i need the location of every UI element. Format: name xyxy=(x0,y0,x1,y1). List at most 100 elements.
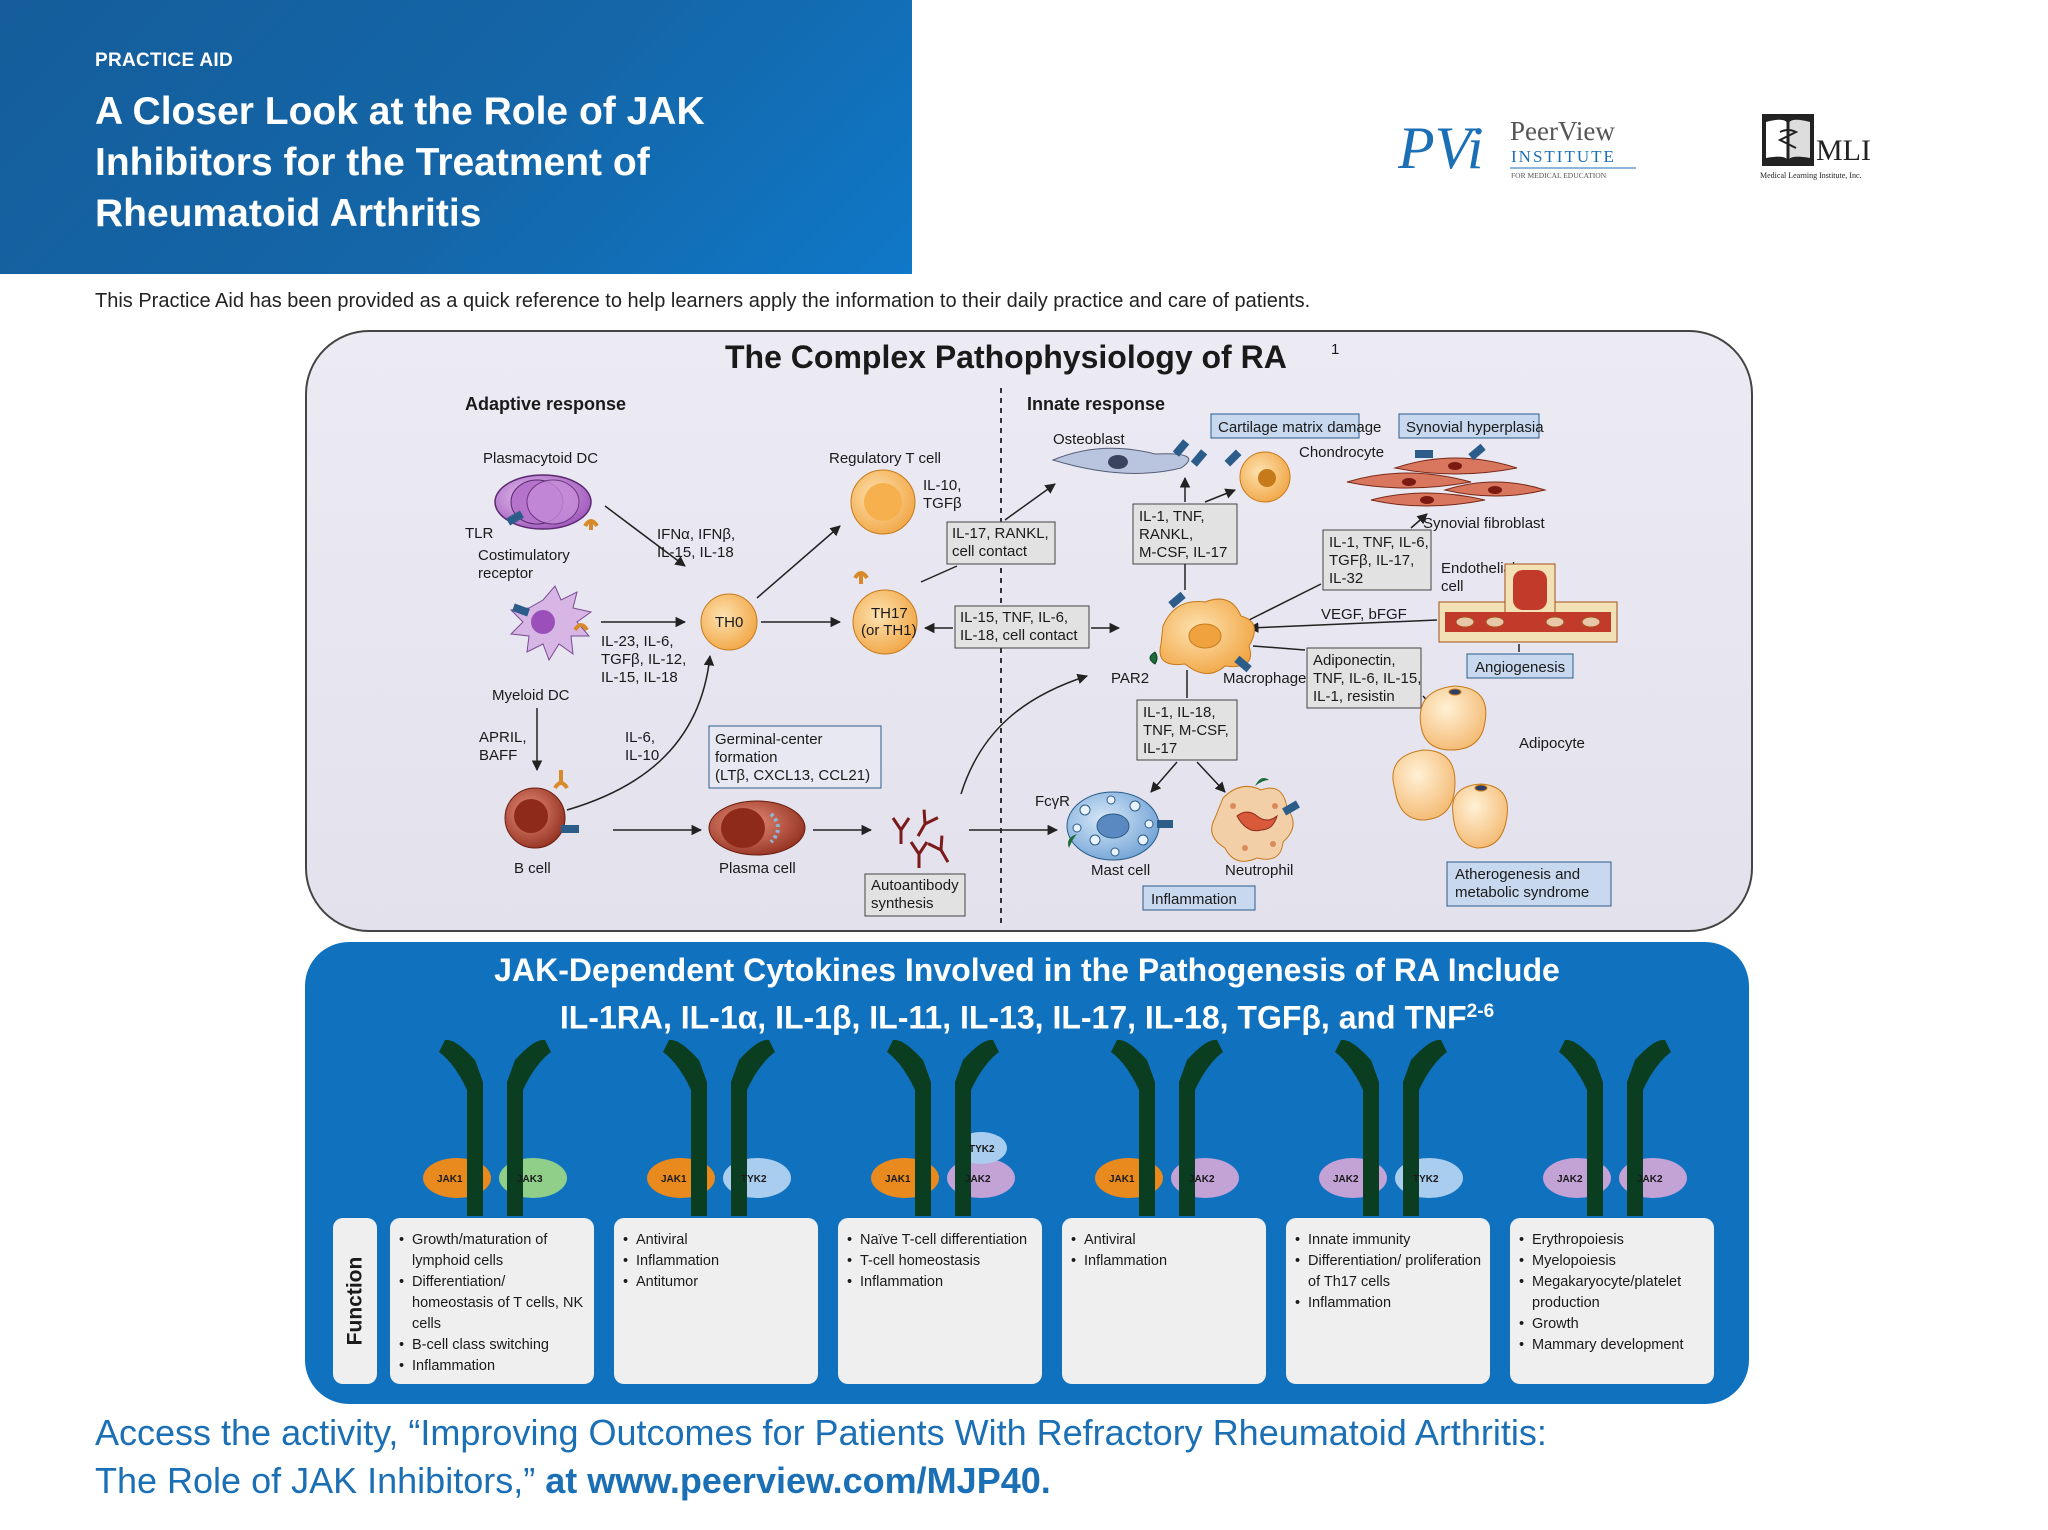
autoantibody-box: Autoantibody synthesis xyxy=(864,873,966,917)
mast-cell xyxy=(1066,791,1173,861)
svg-text:IL-1, IL-18,: IL-1, IL-18, xyxy=(1143,704,1216,721)
autoantibody-icons xyxy=(891,809,950,868)
function-item: Naïve T-cell differentiation xyxy=(847,1230,1034,1251)
svg-text:Adiponectin,: Adiponectin, xyxy=(1313,652,1396,669)
svg-text:IL-15, IL-18: IL-15, IL-18 xyxy=(601,669,678,686)
function-box-4: AntiviralInflammation xyxy=(1062,1218,1266,1384)
svg-text:metabolic syndrome: metabolic syndrome xyxy=(1455,884,1589,901)
svg-text:TGFβ: TGFβ xyxy=(923,495,962,512)
plasma-cell-label: Plasma cell xyxy=(719,860,796,877)
th17-label: TH17 xyxy=(871,605,908,622)
pvi-tagline: FOR MEDICAL EDUCATION xyxy=(1511,171,1607,180)
receptor-chain-right xyxy=(955,1039,999,1216)
svg-text:IL-15, TNF, IL-6,: IL-15, TNF, IL-6, xyxy=(960,609,1068,626)
title-line: Inhibitors for the Treatment of xyxy=(95,141,650,184)
adipocyte-cells xyxy=(1392,685,1508,849)
receptor-chain-left xyxy=(1335,1039,1379,1216)
svg-text:Germinal-center: Germinal-center xyxy=(715,731,823,748)
title-line: A Closer Look at the Role of JAK xyxy=(95,90,705,133)
function-item: Antiviral xyxy=(1071,1230,1258,1251)
function-item: Myelopoiesis xyxy=(1519,1251,1706,1272)
jak-title-line2: IL-1RA, IL-1α, IL-1β, IL-11, IL-13, IL-1… xyxy=(559,999,1495,1036)
endothelial-vessel xyxy=(1438,563,1618,643)
il10-label: IL-10, xyxy=(923,477,961,494)
germinal-center-box: Germinal-center formation (LTβ, CXCL13, … xyxy=(708,725,882,789)
function-item: B-cell class switching xyxy=(399,1335,586,1356)
il1-tgf-box: IL-1, TNF, IL-6, TGFβ, IL-17, IL-32 xyxy=(1322,529,1432,591)
jak-left-label: JAK1 xyxy=(885,1174,911,1185)
jak-right-label: JAK2 xyxy=(965,1174,991,1185)
treg-label: Regulatory T cell xyxy=(829,450,941,467)
svg-text:IL-32: IL-32 xyxy=(1329,570,1363,587)
function-item: Growth/maturation of lymphoid cells xyxy=(399,1230,586,1272)
jak-left-label: JAK1 xyxy=(437,1174,463,1185)
function-item: Differentiation/ proliferation of Th17 c… xyxy=(1295,1251,1482,1293)
b-cell xyxy=(504,770,579,849)
inflammation-box: Inflammation xyxy=(1142,885,1256,911)
synovial-fibroblast-cells xyxy=(1346,443,1547,507)
chondrocyte-label: Chondrocyte xyxy=(1299,444,1384,461)
jak-title-ref: 2-6 xyxy=(1466,1001,1495,1022)
chondrocyte-cell xyxy=(1224,449,1291,503)
function-box-6: ErythropoiesisMyelopoiesisMegakaryocyte/… xyxy=(1510,1218,1714,1384)
osteoblast-cell xyxy=(1051,439,1208,474)
endothelial-label: Endothelial xyxy=(1441,560,1515,577)
svg-text:IL-1, TNF, IL-6,: IL-1, TNF, IL-6, xyxy=(1329,534,1429,551)
synovial-hyperplasia-box: Synovial hyperplasia xyxy=(1398,413,1544,439)
macrophage-cell xyxy=(1149,591,1255,674)
svg-text:cell contact: cell contact xyxy=(952,543,1028,560)
intro-text: This Practice Aid has been provided as a… xyxy=(95,290,1311,312)
receptor-chain-left xyxy=(1559,1039,1603,1216)
myeloid-dc-cell xyxy=(509,585,593,662)
th0-cell xyxy=(700,593,758,651)
svg-text:(or TH1): (or TH1) xyxy=(861,622,917,639)
function-item: Erythropoiesis xyxy=(1519,1230,1706,1251)
eyebrow-label: PRACTICE AID xyxy=(95,50,234,71)
svg-text:Autoantibody: Autoantibody xyxy=(871,877,959,894)
il1-tnf-rankl-box: IL-1, TNF, RANKL, M-CSF, IL-17 xyxy=(1132,503,1238,565)
activity-link[interactable]: at www.peerview.com/MJP40. xyxy=(545,1460,1051,1501)
svg-text:TNF, M-CSF,: TNF, M-CSF, xyxy=(1143,722,1229,739)
svg-text:Synovial hyperplasia: Synovial hyperplasia xyxy=(1406,419,1544,436)
svg-text:Cartilage matrix damage: Cartilage matrix damage xyxy=(1218,419,1381,436)
function-item: Inflammation xyxy=(847,1272,1034,1293)
mli-tagline: Medical Learning Institute, Inc. xyxy=(1760,171,1862,180)
function-item: Inflammation xyxy=(399,1356,586,1377)
function-item: Antitumor xyxy=(623,1272,810,1293)
b-cell-label: B cell xyxy=(514,860,551,877)
mli-name: MLI xyxy=(1816,134,1871,167)
adiponectin-box: Adiponectin, TNF, IL-6, IL-15, IL-1, res… xyxy=(1306,647,1422,709)
jak-title-line1: JAK-Dependent Cytokines Involved in the … xyxy=(494,952,1560,988)
pvi-mark: PVi xyxy=(1398,115,1484,181)
receptor-chain-right xyxy=(1627,1039,1671,1216)
mast-cell-label: Mast cell xyxy=(1091,862,1150,879)
il15-tnf-box: IL-15, TNF, IL-6, IL-18, cell contact xyxy=(954,605,1090,649)
svg-text:Angiogenesis: Angiogenesis xyxy=(1475,659,1565,676)
svg-text:synthesis: synthesis xyxy=(871,895,934,912)
plasmacytoid-dc-cell xyxy=(494,474,599,530)
svg-text:TGFβ, IL-12,: TGFβ, IL-12, xyxy=(601,651,686,668)
mli-logo: MLI Medical Learning Institute, Inc. xyxy=(1760,114,1871,180)
svg-text:(LTβ, CXCL13, CCL21): (LTβ, CXCL13, CCL21) xyxy=(715,767,870,784)
th0-label: TH0 xyxy=(715,614,743,631)
svg-text:receptor: receptor xyxy=(478,565,533,582)
jak-receptor: JAK1 JAK3 xyxy=(423,1039,567,1216)
ifn-label: IFNα, IFNβ, xyxy=(657,526,735,543)
atherogenesis-box: Atherogenesis and metabolic syndrome xyxy=(1446,861,1612,907)
function-item: Differentiation/ homeostasis of T cells,… xyxy=(399,1272,586,1335)
function-item: Innate immunity xyxy=(1295,1230,1482,1251)
function-box-5: Innate immunityDifferentiation/ prolifer… xyxy=(1286,1218,1490,1384)
svg-text:TNF, IL-6, IL-15,: TNF, IL-6, IL-15, xyxy=(1313,670,1421,687)
jak-right-label: JAK2 xyxy=(1189,1174,1215,1185)
svg-text:IL-1, TNF,: IL-1, TNF, xyxy=(1139,508,1205,525)
adaptive-heading: Adaptive response xyxy=(465,394,626,414)
jak-right-label: JAK3 xyxy=(517,1174,543,1185)
il17-rankl-box: IL-17, RANKL, cell contact xyxy=(946,521,1056,565)
innate-heading: Innate response xyxy=(1027,394,1165,414)
svg-text:IL-17, RANKL,: IL-17, RANKL, xyxy=(952,525,1049,542)
vegf-label: VEGF, bFGF xyxy=(1321,606,1407,623)
